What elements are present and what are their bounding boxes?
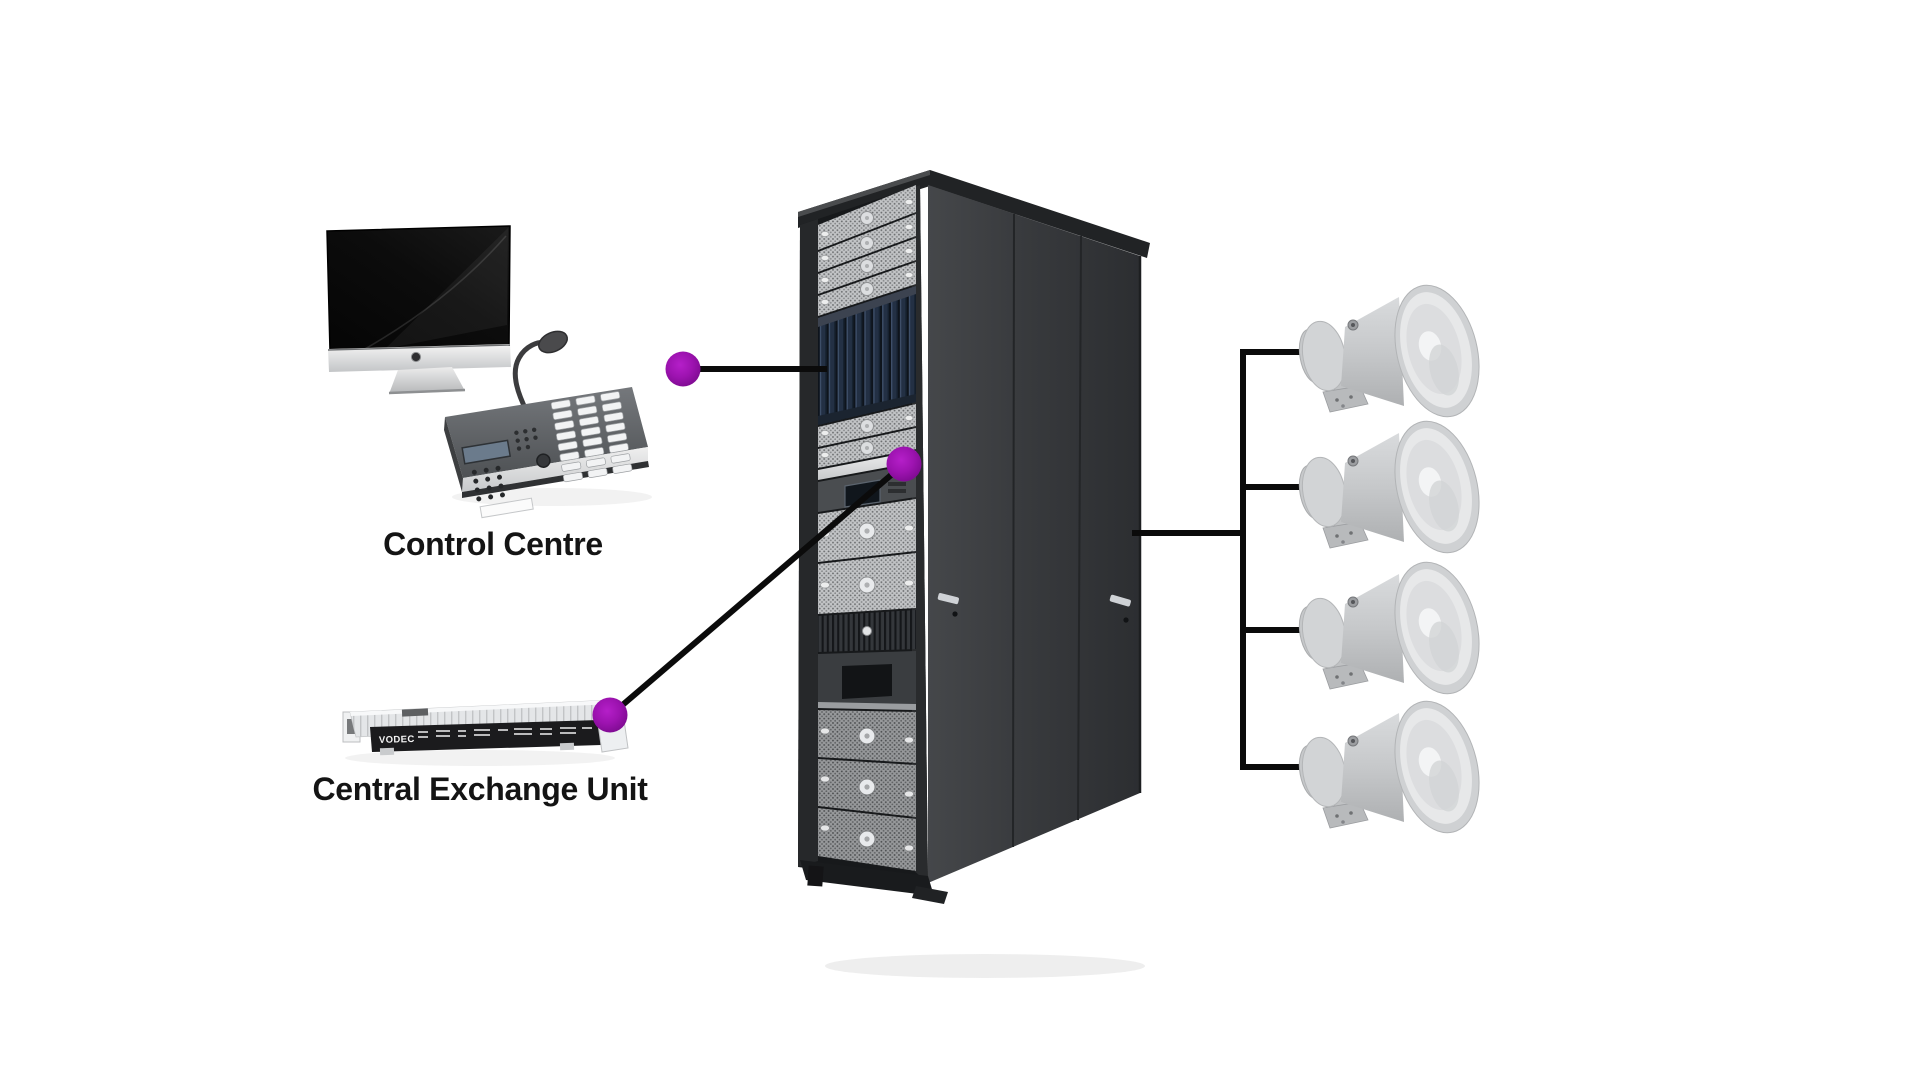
ceu-panel-markings: [418, 727, 592, 738]
rack-foot: [912, 886, 948, 904]
node-dot-rack: [886, 446, 922, 482]
rack-shadow: [825, 954, 1145, 978]
horn-speaker-3: [1295, 552, 1493, 704]
horn-speaker-2: [1295, 411, 1493, 563]
equipment-rack: [798, 170, 1150, 904]
central-exchange-unit-label: Central Exchange Unit: [312, 771, 648, 807]
control-centre-label: Control Centre: [383, 526, 603, 562]
rack-door-handle: [937, 593, 959, 605]
rack-foot: [807, 865, 824, 887]
paging-microphone-console: [444, 330, 649, 519]
monitor-stand: [389, 367, 465, 394]
rack-base: [800, 860, 934, 896]
console-speaker-knob: [536, 453, 551, 468]
ceu-logo-text: VODEC: [379, 734, 415, 746]
rack-side-panel: [928, 185, 1140, 883]
rack-units: [818, 185, 916, 871]
rack-door-handle: [1109, 594, 1131, 607]
ceu-shadow: [345, 750, 615, 766]
central-exchange-unit: VODEC: [342, 699, 629, 756]
console-lcd: [461, 439, 512, 465]
control-centre-monitor: [326, 225, 511, 395]
rack-top-cap: [798, 170, 1150, 258]
line-ceu-to-rack: [610, 461, 906, 717]
console-label-strip: [479, 497, 534, 519]
blade-enclosure: [818, 286, 916, 425]
monitor-logo-dot: [410, 351, 422, 363]
rack-keyhole: [952, 611, 958, 617]
connection-lines: [610, 349, 1325, 770]
rack-keyhole: [1123, 617, 1129, 623]
console-buttons: [461, 391, 633, 519]
node-dot-ceu: [592, 697, 628, 733]
mic-head: [538, 330, 568, 354]
horn-speaker-1: [1295, 275, 1493, 427]
horn-speaker-4: [1295, 691, 1493, 843]
node-dot-control-centre: [665, 351, 701, 387]
